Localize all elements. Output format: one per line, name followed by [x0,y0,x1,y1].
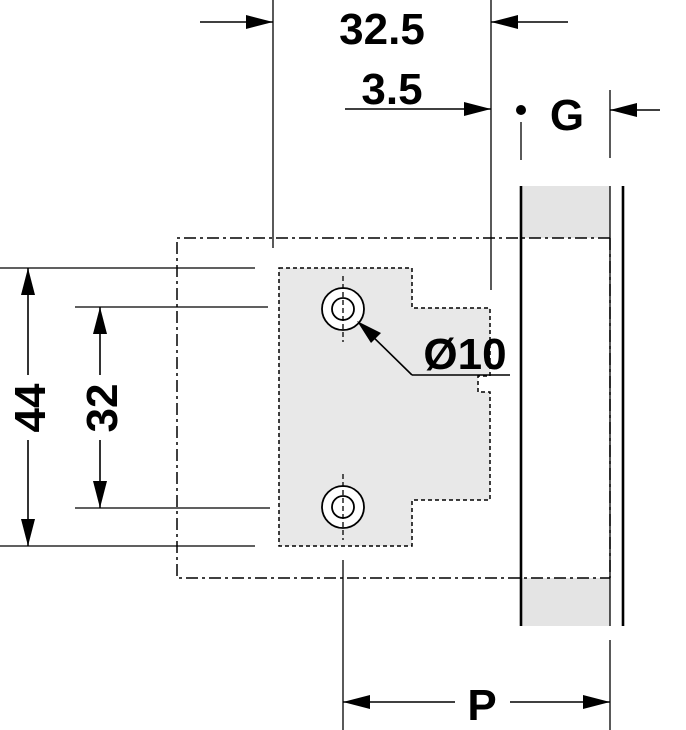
dimension-offset: 3.5 [345,65,491,116]
dimension-position: P [343,681,610,730]
screw-hole-top [321,276,365,342]
dimension-top-width: 32.5 [200,5,568,54]
dimension-hole-diameter: Ø10 [357,321,510,379]
gap-label: G [550,91,584,140]
offset-label: 3.5 [361,65,422,114]
position-label: P [467,681,496,730]
door-panel [519,186,625,626]
hole-diameter-label: Ø10 [423,330,506,379]
dimension-gap: G [516,91,660,140]
top-width-label: 32.5 [339,5,425,54]
dimension-plate-height: 44 [6,268,55,546]
hinge-outline [176,237,611,579]
mounting-plate [278,267,491,547]
dimension-hole-spacing: 32 [78,307,127,508]
plate-height-label: 44 [6,383,55,432]
screw-hole-bottom [321,474,365,540]
hole-spacing-label: 32 [78,384,127,433]
